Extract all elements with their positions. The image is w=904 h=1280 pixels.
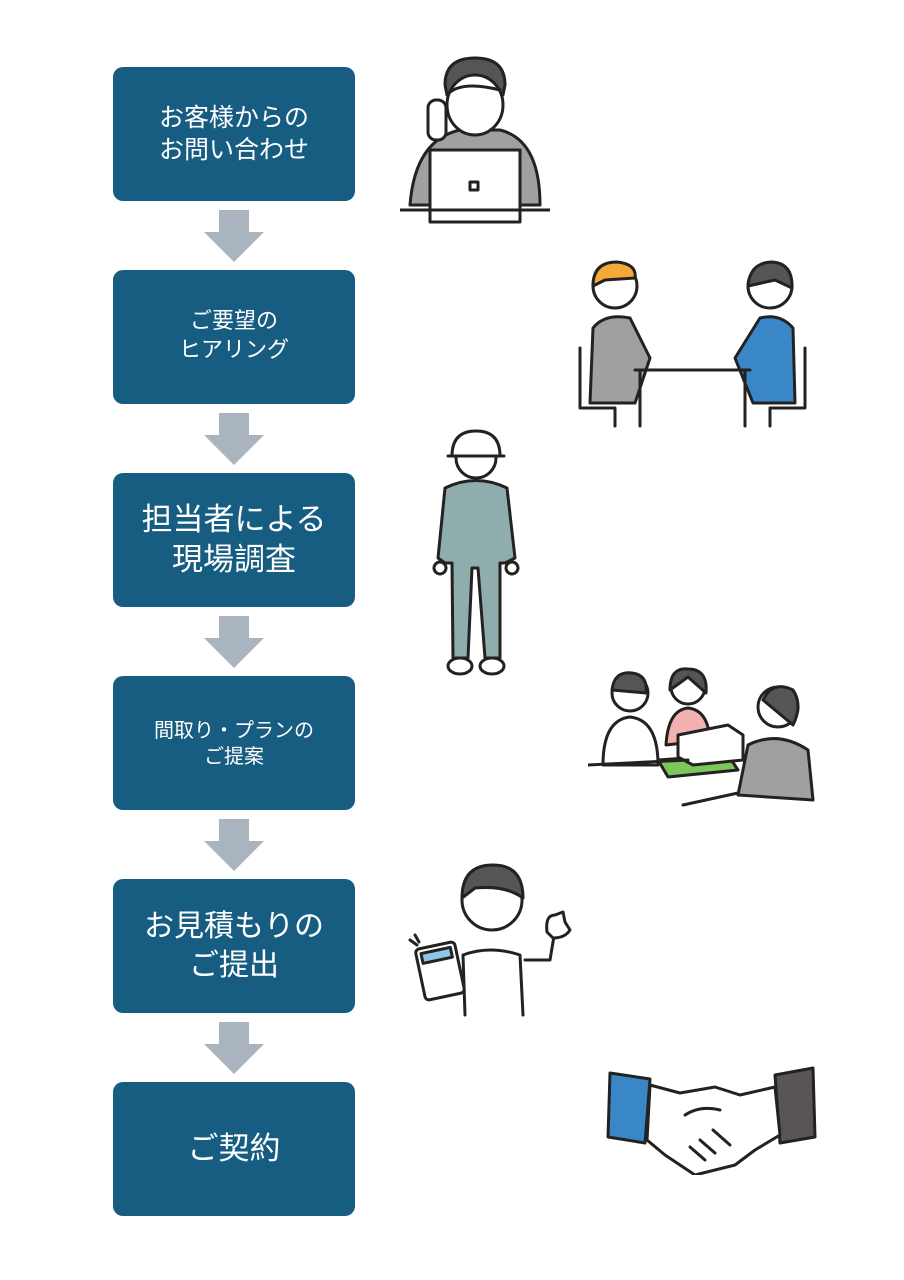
step-box-site-survey: 担当者による 現場調査 [113, 473, 355, 607]
step-label: ご要望の ヒアリング [178, 309, 289, 363]
handshake-icon [606, 1066, 817, 1175]
man-with-calculator-icon [408, 863, 572, 1017]
step-box-estimate: お見積もりの ご提出 [113, 879, 355, 1013]
down-arrow-icon [204, 413, 264, 465]
step-label: ご契約 [187, 1130, 281, 1167]
step-box-plan-proposal: 間取り・プランの ご提案 [113, 676, 355, 810]
step-label: 間取り・プランの ご提案 [154, 718, 314, 768]
step-label: お見積もりの ご提出 [144, 909, 324, 983]
plan-proposal-with-house-model-icon [588, 667, 815, 807]
man-on-phone-with-laptop-icon [400, 56, 550, 224]
down-arrow-icon [204, 616, 264, 668]
down-arrow-icon [204, 1022, 264, 1074]
step-label: お客様からの お問い合わせ [158, 102, 309, 165]
step-box-inquiry: お客様からの お問い合わせ [113, 67, 355, 201]
down-arrow-icon [204, 210, 264, 262]
step-box-contract: ご契約 [113, 1082, 355, 1216]
step-label: 担当者による 現場調査 [141, 501, 327, 578]
worker-in-helmet-icon [432, 429, 520, 676]
step-box-hearing: ご要望の ヒアリング [113, 270, 355, 404]
down-arrow-icon [204, 819, 264, 871]
two-people-meeting-at-table-icon [578, 260, 807, 428]
